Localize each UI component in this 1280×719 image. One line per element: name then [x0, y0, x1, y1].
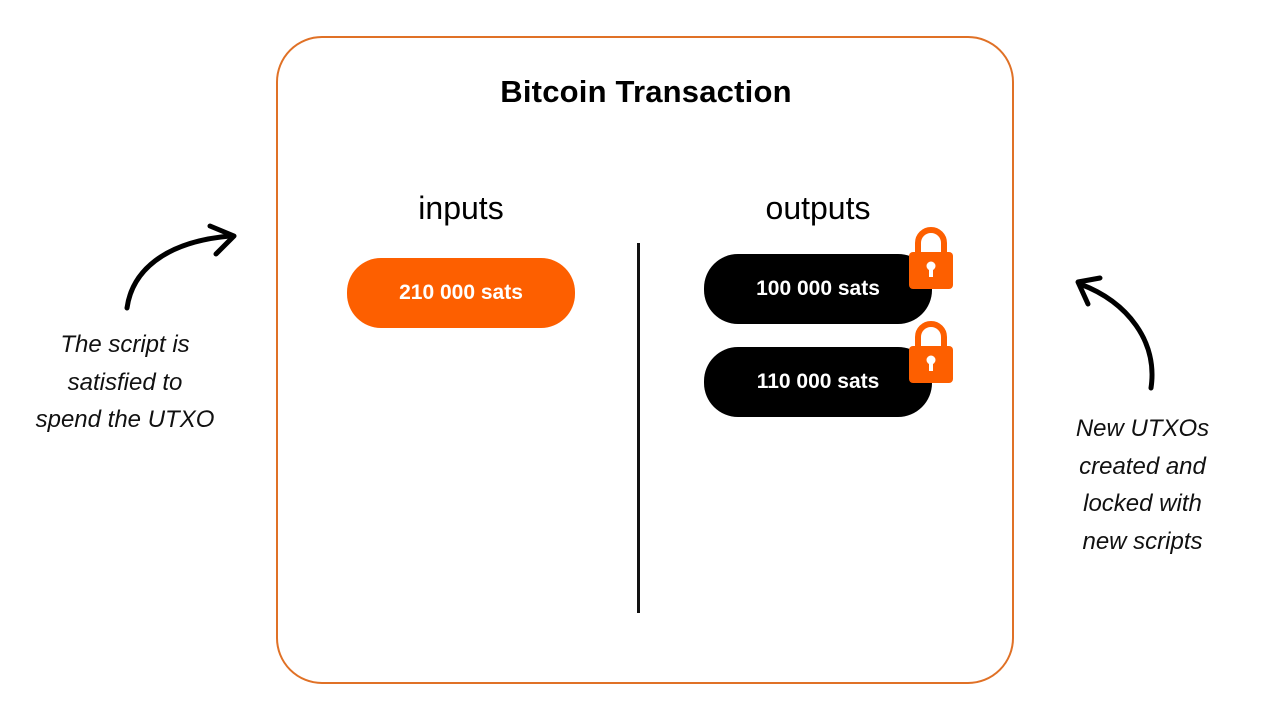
- annotation-line: locked with: [1083, 490, 1202, 517]
- divider-line: [637, 243, 640, 613]
- curved-arrow-up-left-icon: [1075, 275, 1155, 391]
- output-utxo-pill: 100 000 sats: [704, 254, 932, 324]
- annotation-line: spend the UTXO: [35, 406, 215, 433]
- annotation-line: The script is: [60, 331, 190, 358]
- output-utxo-pill: 110 000 sats: [704, 347, 932, 417]
- annotation-right: New UTXOs created and locked with new sc…: [1040, 410, 1245, 560]
- output-amount: 110 000 sats: [756, 370, 880, 393]
- padlock-icon: [909, 227, 953, 289]
- curved-arrow-right-icon: [124, 223, 237, 311]
- transaction-box: [276, 36, 1014, 684]
- padlock-icon: [909, 321, 953, 383]
- input-amount: 210 000 sats: [399, 281, 523, 304]
- output-amount: 100 000 sats: [756, 277, 880, 300]
- annotation-line: created and: [1079, 452, 1206, 480]
- diagram-title: Bitcoin Transaction: [500, 74, 792, 109]
- annotation-line: new scripts: [1082, 527, 1203, 555]
- annotation-line: satisfied to: [67, 368, 183, 396]
- annotation-line: New UTXOs: [1075, 415, 1210, 442]
- outputs-label: outputs: [765, 190, 871, 226]
- input-utxo-pill: 210 000 sats: [347, 258, 575, 328]
- annotation-left: The script is satisfied to spend the UTX…: [20, 326, 230, 439]
- inputs-label: inputs: [418, 190, 504, 226]
